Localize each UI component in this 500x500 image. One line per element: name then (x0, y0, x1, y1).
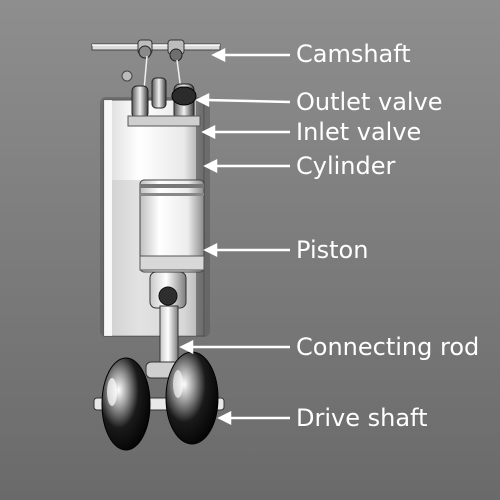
label-inlet-valve: Inlet valve (296, 118, 421, 146)
label-drive-shaft: Drive shaft (296, 404, 427, 432)
label-cylinder: Cylinder (296, 152, 395, 180)
label-piston: Piston (296, 236, 368, 264)
piston-part (140, 180, 204, 272)
label-connecting-rod: Connecting rod (296, 333, 479, 361)
label-outlet-valve: Outlet valve (296, 88, 443, 116)
leader-outlet-valve (206, 100, 290, 102)
valves-part (128, 78, 200, 126)
label-camshaft: Camshaft (296, 40, 411, 68)
